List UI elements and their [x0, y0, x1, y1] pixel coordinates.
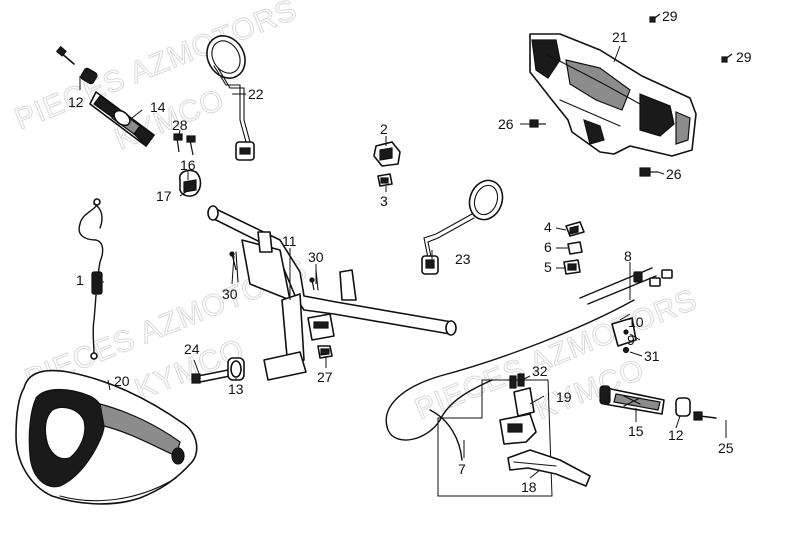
callout-15: 15: [628, 423, 644, 439]
callout-16: 16: [180, 157, 196, 173]
callout-23: 23: [455, 251, 471, 267]
handlebar-nut-part: [317, 345, 333, 359]
callout-9: 9: [627, 332, 635, 348]
handlebar-switch-part: [373, 141, 401, 187]
throttle-grip-part: [89, 91, 155, 147]
callout-17: 17: [156, 188, 172, 204]
callout-11: 11: [282, 233, 297, 249]
right-grip-part: [599, 385, 665, 415]
callout-21: 21: [612, 29, 628, 45]
handlebar-part: [207, 205, 457, 381]
callout-20: 20: [114, 373, 130, 389]
brake-lever-part: [507, 449, 591, 487]
callout-10: 10: [628, 314, 644, 330]
callout-31: 31: [644, 348, 660, 364]
callout-24: 24: [184, 341, 200, 357]
callout-19: 19: [556, 389, 572, 405]
master-cylinder-part: [499, 373, 537, 445]
left-grip-assembly: [55, 45, 155, 147]
callout-7: 7: [458, 461, 466, 477]
callout-29-right: 29: [736, 49, 752, 65]
leader-lines: [79, 45, 727, 479]
callout-30-right: 30: [308, 249, 324, 265]
callout-26-top: 26: [498, 116, 514, 132]
callout-12-left: 12: [68, 94, 84, 110]
callout-12-right: 12: [668, 427, 684, 443]
right-bolt-part: [693, 411, 717, 421]
switch-screw-part: [173, 133, 196, 156]
callout-1: 1: [76, 272, 84, 288]
brake-cable-part: [385, 267, 673, 461]
grip-end-part: [80, 67, 98, 85]
switch-clamp-part: [178, 169, 202, 197]
bracket-small-part: [563, 221, 585, 275]
bolt-part: [55, 45, 75, 65]
right-mirror-part: [421, 179, 504, 275]
callout-30-left: 30: [222, 286, 238, 302]
cover-screw-part: [529, 13, 733, 177]
left-mirror-part: [206, 35, 255, 161]
callout-25: 25: [718, 440, 734, 456]
callout-13: 13: [228, 381, 244, 397]
callout-26-bottom: 26: [666, 166, 682, 182]
handle-cover-front-part: [15, 369, 198, 505]
small-screw-part: [229, 251, 315, 291]
callout-18: 18: [521, 479, 537, 495]
callout-6: 6: [544, 239, 552, 255]
callout-5: 5: [544, 259, 552, 275]
callout-14: 14: [150, 99, 166, 115]
bar-end-weight-part: [227, 357, 245, 381]
callout-29-top: 29: [662, 8, 678, 24]
callout-22: 22: [248, 86, 264, 102]
callout-8: 8: [624, 248, 632, 264]
callout-labels: 1 2 3 4 5 6 7 8 9 10 11 12 12 13 14 15 1…: [68, 8, 752, 495]
throttle-cable-part: [78, 198, 104, 360]
callout-3: 3: [380, 193, 388, 209]
callout-27: 27: [317, 369, 333, 385]
callout-4: 4: [544, 219, 552, 235]
right-bar-end-weight-part: [675, 397, 691, 417]
callout-2: 2: [380, 121, 388, 137]
callout-32: 32: [532, 363, 548, 379]
rear-cover-part: [529, 33, 697, 157]
brake-lever-box: [437, 379, 553, 497]
callout-28: 28: [172, 117, 188, 133]
